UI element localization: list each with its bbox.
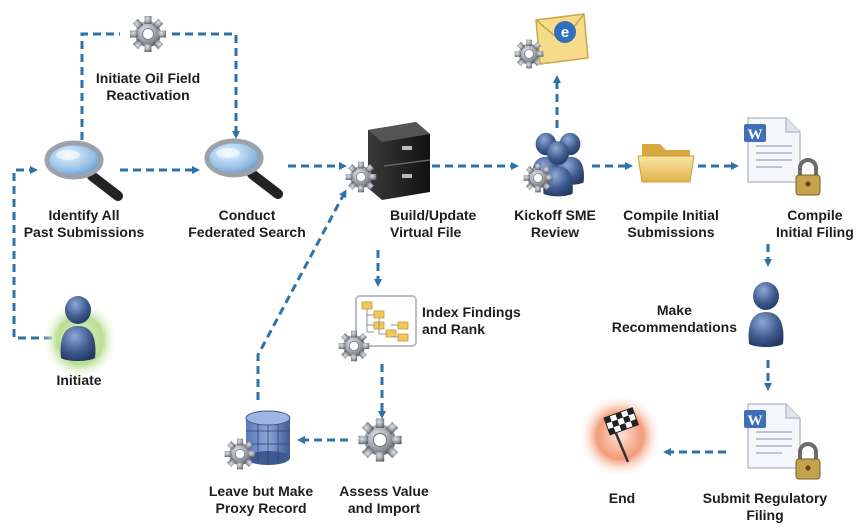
arrow-proxy-to-virtualfile (256, 189, 347, 400)
label-compile-filing: Compile Initial Filing (776, 207, 854, 240)
gear-icon (523, 163, 553, 193)
label-conduct-search: Conduct Federated Search (188, 207, 306, 240)
word-document-icon: W (743, 117, 801, 183)
word-document-icon: W (743, 403, 801, 469)
start-person-icon (42, 296, 118, 376)
folder-tree-icon (355, 295, 417, 347)
label-initiate: Initiate (56, 372, 102, 388)
arrow-oilfield-to-search (172, 32, 240, 139)
person-icon (748, 282, 784, 347)
label-kickoff-sme: Kickoff SME Review (514, 207, 596, 240)
label-identify-all: Identify All Past Submissions (23, 207, 145, 240)
label-build-update: Build/Update Virtual File (390, 207, 477, 240)
svg-text:W: W (748, 413, 763, 429)
svg-text:W: W (748, 127, 763, 143)
file-cabinet-icon (368, 122, 431, 200)
label-end: End (608, 490, 636, 506)
label-submit-filing: Submit Regulatory Filing (702, 490, 828, 523)
gear-icon (357, 417, 403, 463)
arrow-identify-to-oilfield (80, 32, 120, 140)
label-assess-value: Assess Value and Import (339, 483, 429, 516)
gear-icon (514, 39, 544, 69)
gear-icon (338, 330, 370, 362)
magnifier-icon (47, 143, 118, 196)
end-flag-icon (578, 394, 662, 478)
folder-icon (637, 144, 695, 183)
lock-icon (794, 442, 822, 481)
gear-icon (129, 15, 167, 53)
gear-icon (224, 438, 256, 470)
label-make-recommendations: Make Recommendations (611, 302, 737, 335)
arrow-start-to-identify (12, 166, 52, 340)
connectors (12, 32, 772, 456)
svg-text:e: e (561, 24, 569, 41)
label-initiate-oil-field: Initiate Oil Field Reactivation (95, 70, 201, 103)
lock-icon (794, 158, 822, 197)
email-icon: e (535, 13, 589, 65)
magnifier-icon (207, 141, 278, 194)
label-compile-submissions: Compile Initial Submissions (623, 207, 719, 240)
label-leave-proxy: Leave but Make Proxy Record (208, 483, 314, 516)
gear-icon (345, 161, 377, 193)
label-index-findings: Index Findings and Rank (422, 304, 521, 337)
